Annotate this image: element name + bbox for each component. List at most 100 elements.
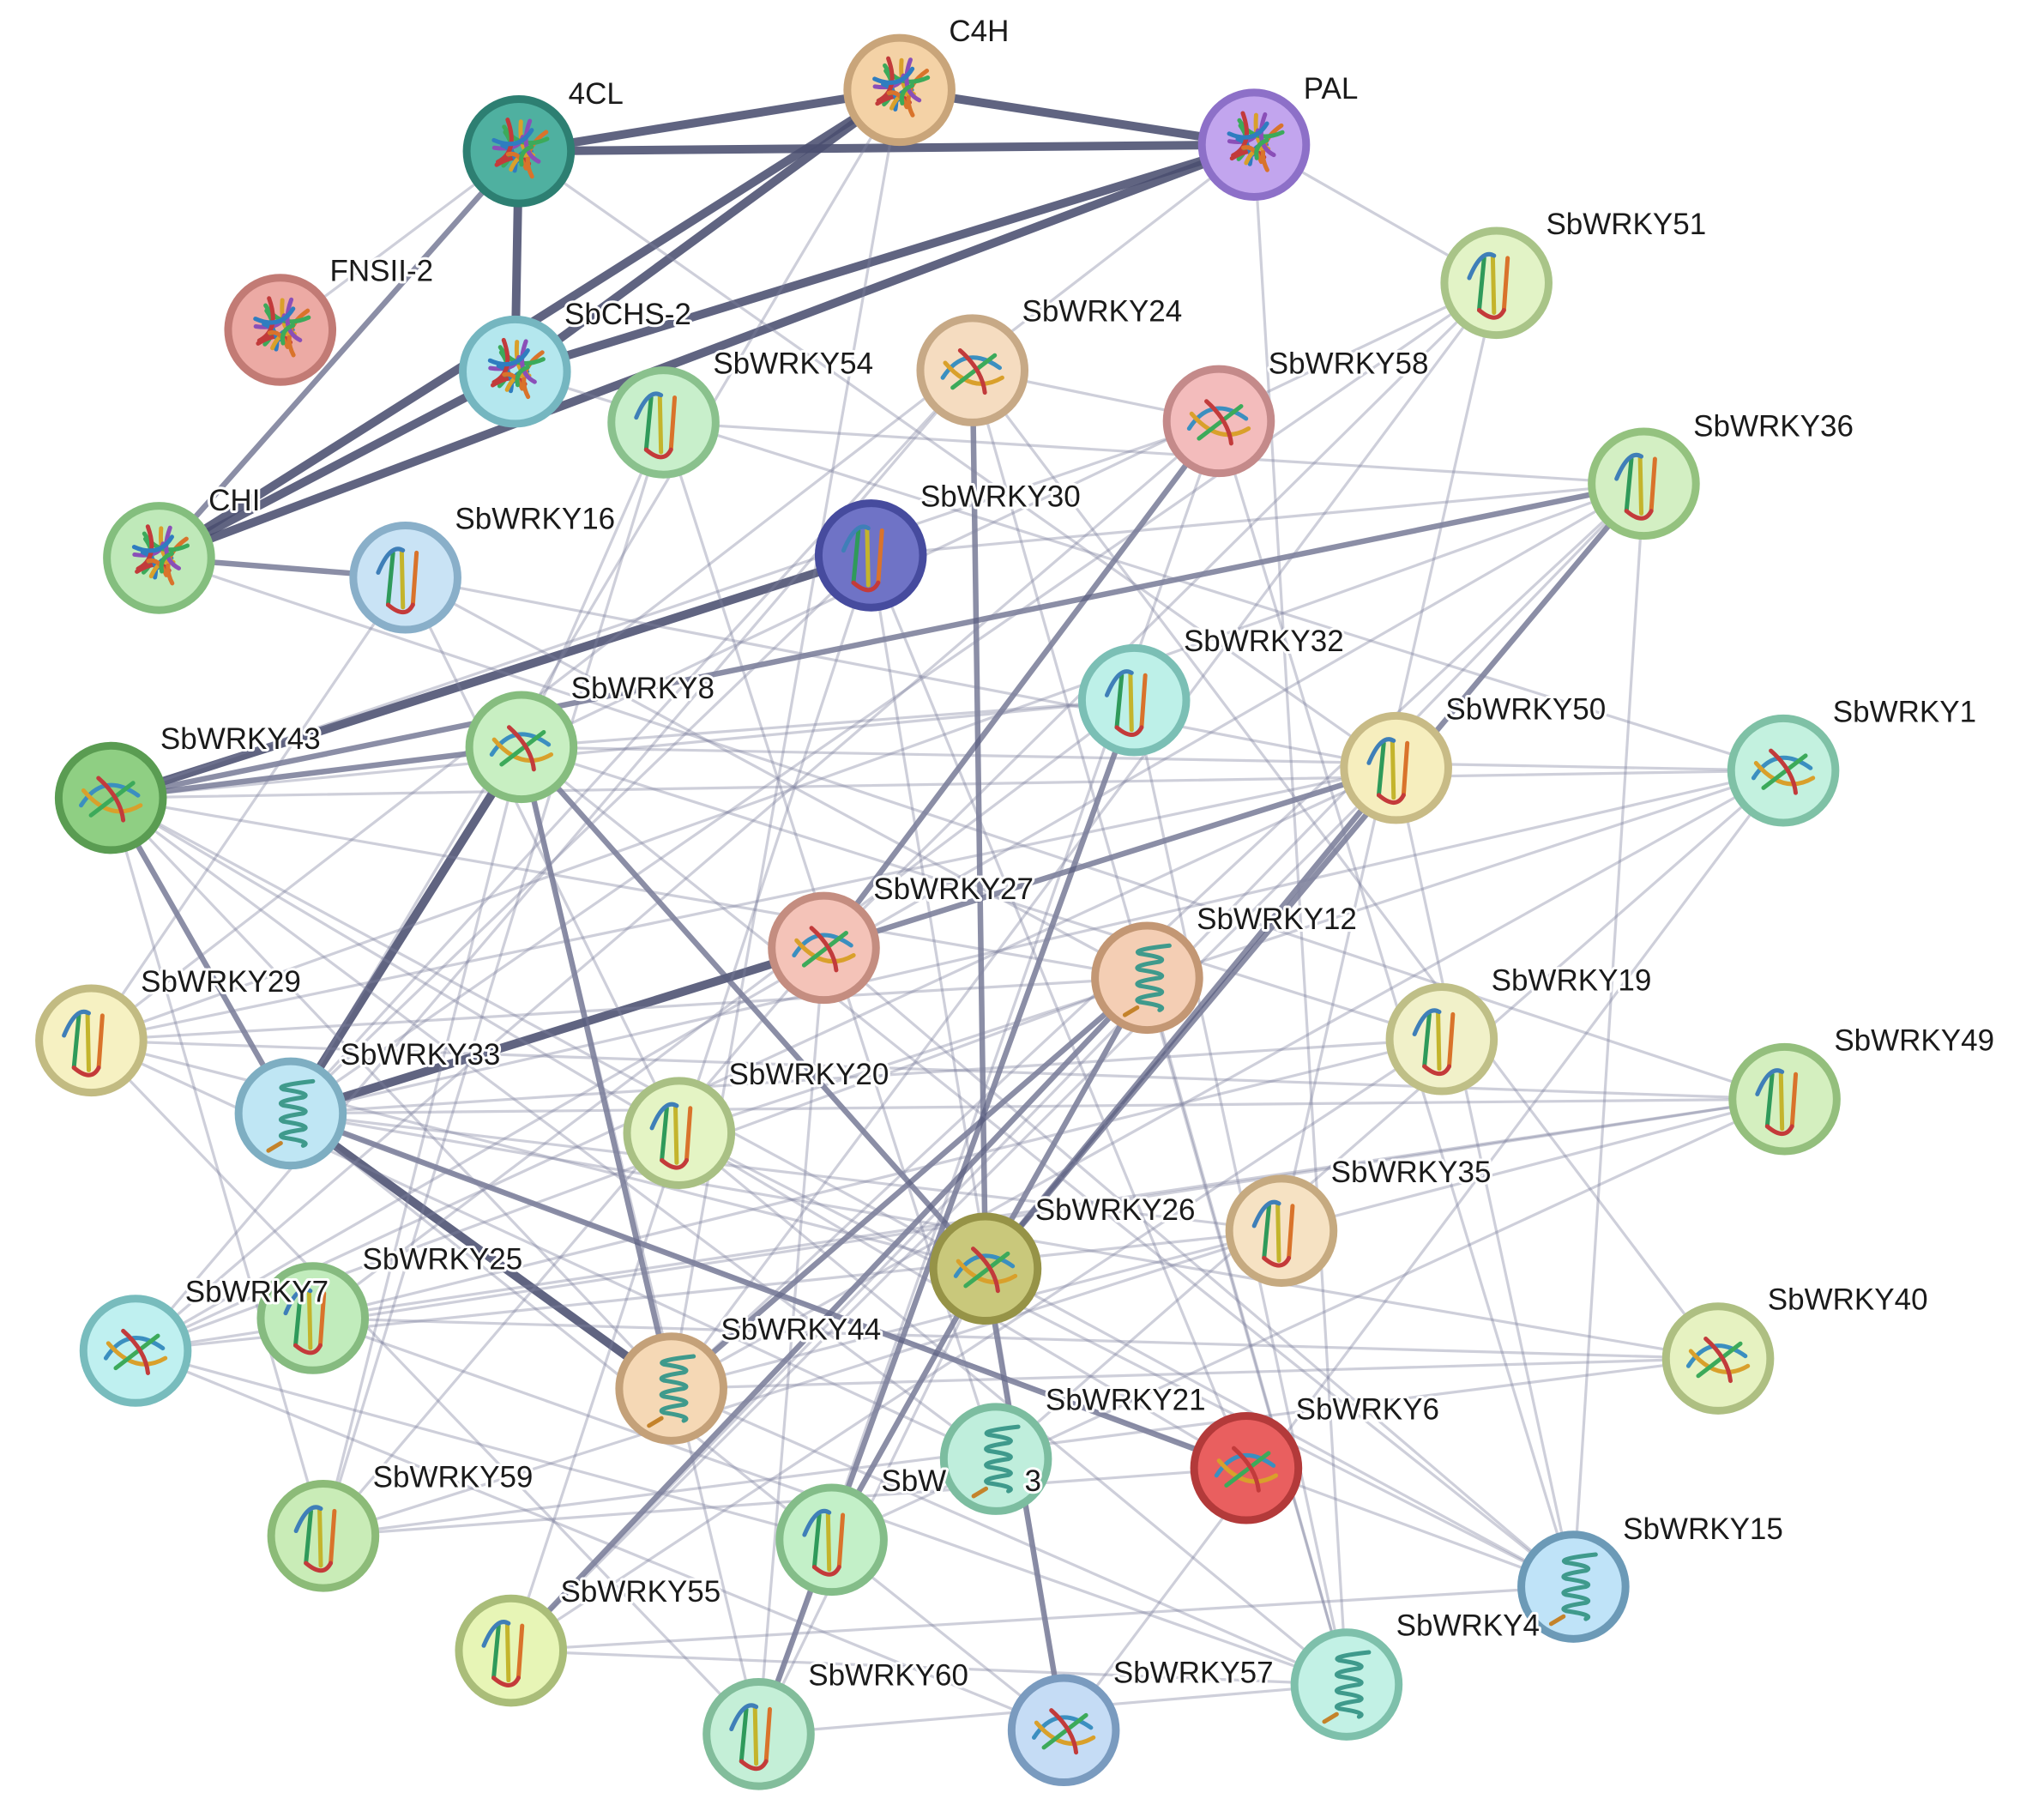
node-circle <box>607 366 720 479</box>
node-sbw[interactable] <box>775 1483 888 1597</box>
node-label-sbwrky19: SbWRKY19 <box>1492 963 1652 997</box>
node-label-sbwrky6: SbWRKY6 <box>1296 1392 1439 1426</box>
node-sbwrky20[interactable] <box>623 1077 736 1189</box>
node-sbwrky29[interactable] <box>35 984 148 1097</box>
node-sbwrky40[interactable] <box>1661 1302 1775 1415</box>
edge-sbwrky26-sbwrky29 <box>89 1039 987 1271</box>
edge-sbwrky43-sbwrky1 <box>109 769 1785 800</box>
node-sbwrky44[interactable] <box>615 1332 727 1445</box>
node-sbwrky33[interactable] <box>234 1057 347 1170</box>
edge-sbwrky49-sbwrky33 <box>289 1097 1787 1115</box>
node-sbwrky16[interactable] <box>349 521 461 634</box>
node-sbwrky59[interactable] <box>267 1479 380 1592</box>
node-4cl[interactable] <box>462 95 576 208</box>
node-sbwrky27[interactable] <box>768 891 880 1005</box>
edge-sbwrky19-sbwrky55 <box>509 1037 1444 1652</box>
sheet-structure-icon <box>1366 737 1410 806</box>
edge-c4h-sbchs-2 <box>510 85 904 377</box>
edge-sbwrky30-sbwrky43 <box>106 551 876 803</box>
node-sbwrky57[interactable] <box>1007 1674 1120 1787</box>
node-label-sbwrky20: SbWRKY20 <box>729 1058 889 1091</box>
node-chi[interactable] <box>103 502 215 614</box>
node-label-sbwrky12: SbWRKY12 <box>1197 902 1357 936</box>
node-label-chi: CHI <box>208 484 260 517</box>
twist-structure-icon <box>1031 1708 1096 1755</box>
edge-c4h-pal <box>895 85 1259 149</box>
node-label-sbwrky44: SbWRKY44 <box>721 1313 881 1347</box>
node-sbwrky21[interactable] <box>939 1403 1052 1515</box>
twist-structure-icon <box>103 1328 168 1375</box>
node-sbwrky32[interactable] <box>1077 643 1191 757</box>
edge-sbwrky29-sbwrky60 <box>89 1039 761 1736</box>
node-sbwrky4[interactable] <box>1290 1628 1403 1741</box>
node-sbwrky19[interactable] <box>1385 982 1498 1096</box>
edge-4cl-chi <box>156 148 522 561</box>
node-sbchs-2[interactable] <box>459 315 571 428</box>
node-label-sbwrky33: SbWRKY33 <box>341 1038 501 1072</box>
edge-sbwrky33-sbwrky6 <box>287 1110 1250 1471</box>
node-sbwrky12[interactable] <box>1091 921 1203 1035</box>
node-circle <box>455 1594 568 1707</box>
node-label-sbwrky30: SbWRKY30 <box>920 480 1081 514</box>
node-sbwrky36[interactable] <box>1588 427 1700 540</box>
node-label-fnsii-2: FNSII-2 <box>330 255 434 288</box>
edge-sbwrky49-sbwrky25 <box>311 1097 1787 1320</box>
node-c4h[interactable] <box>843 33 956 147</box>
node-sbwrky60[interactable] <box>702 1678 815 1790</box>
helix-structure-icon <box>266 1078 316 1153</box>
node-sbwrky24[interactable] <box>916 314 1029 426</box>
node-label-sbwrky35: SbWRKY35 <box>1331 1156 1492 1189</box>
sheet-structure-icon <box>481 1620 525 1687</box>
enzyme-structure-icon <box>1227 111 1285 172</box>
edge-sbchs-2-chi <box>154 367 520 563</box>
sheet-structure-icon <box>1104 669 1148 738</box>
edge-sbwrky8-sbwrky60 <box>520 746 761 1736</box>
edge-sbwrky35-sbwrky59 <box>322 1229 1283 1537</box>
node-label-sbwrky7: SbWRKY7 <box>185 1276 329 1309</box>
node-sbwrky26[interactable] <box>929 1212 1042 1325</box>
edge-sbwrky19-sbwrky33 <box>289 1037 1444 1115</box>
edge-sbwrky30-sbwrky6 <box>869 553 1248 1470</box>
edge-sbwrky33-sbwrky27 <box>286 943 829 1118</box>
node-sbwrky43[interactable] <box>54 741 167 854</box>
node-sbwrky51[interactable] <box>1440 226 1553 340</box>
edge-c4h-sbwrky33 <box>289 88 901 1115</box>
node-sbwrky35[interactable] <box>1225 1174 1338 1287</box>
edge-sbwrky36-sbwrky43 <box>107 480 1647 801</box>
node-sbwrky1[interactable] <box>1727 714 1840 827</box>
node-sbwrky49[interactable] <box>1728 1042 1841 1156</box>
sheet-structure-icon <box>283 1287 327 1355</box>
node-sbwrky50[interactable] <box>1340 711 1452 824</box>
edge-sbwrky12-sbwrky4 <box>1145 976 1348 1687</box>
node-label-3: 3 <box>1025 1464 1041 1498</box>
node-label-sbwrky25: SbWRKY25 <box>362 1243 522 1277</box>
enzyme-structure-icon <box>131 524 190 586</box>
node-sbwrky15[interactable] <box>1517 1530 1630 1643</box>
edge-4cl-sbwrky50 <box>517 149 1398 770</box>
helix-structure-icon <box>1122 943 1172 1017</box>
edge-sbwrky58-sbwrky7 <box>134 420 1221 1353</box>
twist-structure-icon <box>1186 399 1251 446</box>
edge-sbwrky36-sbwrky55 <box>509 482 1646 1652</box>
edge-sbwrky32-sbwrky4 <box>1132 698 1348 1687</box>
edge-sbwrky19-sbwrky25 <box>311 1037 1444 1320</box>
edge-sbwrky43-sbwrky26 <box>109 796 987 1271</box>
edge-sbwrky33-sbwrky15 <box>289 1112 1575 1589</box>
node-pal[interactable] <box>1197 88 1311 201</box>
edge-sbwrky16-sbwrky50 <box>404 576 1398 770</box>
node-sbwrky30[interactable] <box>814 499 927 612</box>
node-circle <box>349 521 461 634</box>
node-sbwrky8[interactable] <box>465 691 578 804</box>
node-sbwrky55[interactable] <box>455 1594 568 1707</box>
node-sbwrky7[interactable] <box>79 1295 192 1407</box>
node-sbwrky58[interactable] <box>1162 365 1275 478</box>
node-label-sbwrky57: SbWRKY57 <box>1113 1656 1274 1689</box>
edge-sbwrky16-sbwrky29 <box>89 576 407 1042</box>
node-sbwrky25[interactable] <box>256 1262 370 1374</box>
node-sbwrky54[interactable] <box>607 366 720 479</box>
node-circle <box>35 984 148 1097</box>
edge-sbwrky32-sbwrky25 <box>311 698 1136 1320</box>
node-sbwrky6[interactable] <box>1190 1411 1303 1524</box>
node-fnsii-2[interactable] <box>224 274 337 386</box>
sheet-structure-icon <box>1412 1008 1456 1077</box>
